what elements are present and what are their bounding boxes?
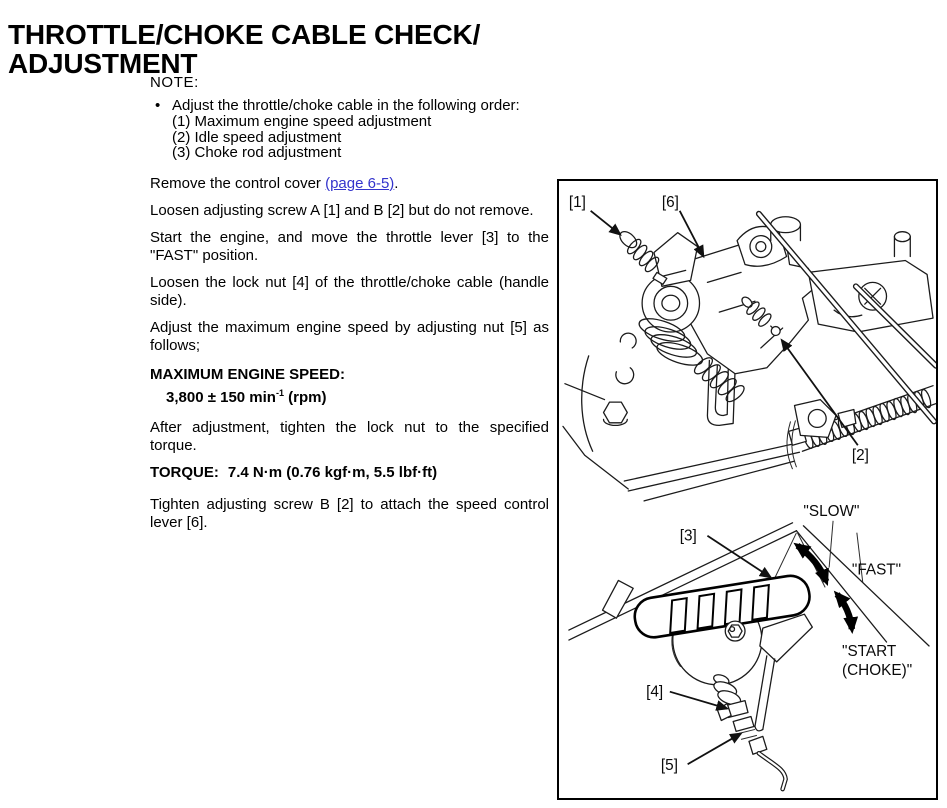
callout-6-arrow bbox=[678, 210, 705, 259]
paragraph-remove-cover: Remove the control cover (page 6-5). bbox=[150, 175, 549, 193]
note-label: NOTE: bbox=[150, 74, 199, 91]
lever-motion-arrow-2 bbox=[833, 590, 859, 635]
paragraph-tighten-screw: Tighten adjusting screw B [2] to attach … bbox=[150, 495, 549, 531]
throttle-lever-grip bbox=[633, 574, 811, 639]
callout-1: [1] bbox=[569, 194, 586, 211]
callout-5: [5] bbox=[661, 757, 678, 774]
note-step-1: (1) Maximum engine speed adjustment bbox=[172, 113, 432, 130]
torque-value: 7.4 N·m (0.76 kgf·m, 5.5 lbf·ft) bbox=[227, 463, 438, 481]
paragraph-loosen-lock-nut: Loosen the lock nut [4] of the throttle/… bbox=[150, 273, 549, 309]
lever-fin bbox=[759, 613, 813, 663]
note-steps: (1) Maximum engine speed adjustment (2) … bbox=[150, 114, 549, 161]
callout-2-arrow bbox=[780, 338, 859, 446]
note-step-3: (3) Choke rod adjustment bbox=[172, 144, 342, 161]
page-title-line2: ADJUSTMENT bbox=[8, 47, 198, 79]
callout-5-arrow bbox=[687, 732, 743, 765]
lever-tab bbox=[601, 579, 634, 619]
procedure-text: NOTE: • Adjust the throttle/choke cable … bbox=[150, 74, 549, 532]
page-title: THROTTLE/CHOKE CABLE CHECK/ ADJUSTMENT bbox=[8, 20, 480, 78]
note-item: • Adjust the throttle/choke cable in the… bbox=[150, 97, 549, 114]
spec-label: MAXIMUM ENGINE SPEED: bbox=[150, 365, 346, 383]
note-step-2: (2) Idle speed adjustment bbox=[172, 128, 342, 146]
callout-3-arrow bbox=[706, 534, 773, 579]
remove-cover-post: . bbox=[394, 174, 399, 192]
callout-6: [6] bbox=[662, 194, 679, 211]
figure-throttle-diagrams: [1] [6] [2] bbox=[557, 179, 938, 800]
control-assembly-diagram: [1] [6] [2] bbox=[562, 194, 936, 502]
paragraph-after-adjustment: After adjustment, tighten the lock nut t… bbox=[150, 418, 549, 454]
paragraph-adjust-speed: Adjust the maximum engine speed by adjus… bbox=[150, 318, 549, 354]
page-title-line1: THROTTLE/CHOKE CABLE CHECK/ bbox=[8, 18, 481, 50]
position-label-fast: "FAST" bbox=[852, 561, 901, 578]
lever-motion-arrow-1 bbox=[793, 542, 830, 587]
callout-4: [4] bbox=[646, 684, 663, 701]
spec-block: MAXIMUM ENGINE SPEED: 3,800 ± 150 min-1 … bbox=[150, 366, 549, 407]
torque-spec: TORQUE: 7.4 N·m (0.76 kgf·m, 5.5 lbf·ft) bbox=[150, 464, 549, 482]
torque-label: TORQUE: bbox=[150, 463, 219, 481]
paragraph-start-engine: Start the engine, and move the throttle … bbox=[150, 228, 549, 264]
callout-2: [2] bbox=[852, 447, 869, 464]
fast-leader-line bbox=[856, 532, 864, 583]
slow-leader-line bbox=[828, 520, 834, 568]
throttle-lever-diagram: [3] [4] [5] "SLOW" "FAST" "START (CHOKE)… bbox=[568, 503, 930, 792]
adjusting-nut bbox=[732, 715, 755, 733]
paragraph-loosen-screws: Loosen adjusting screw A [1] and B [2] b… bbox=[150, 201, 534, 219]
spec-value-superscript: -1 bbox=[275, 387, 284, 398]
position-label-slow: "SLOW" bbox=[803, 503, 859, 520]
remove-cover-pre: Remove the control cover bbox=[150, 174, 326, 192]
spec-value-main: 3,800 ± 150 min bbox=[166, 388, 276, 406]
page-6-5-link[interactable]: (page 6-5) bbox=[325, 174, 395, 192]
note-intro: Adjust the throttle/choke cable in the f… bbox=[172, 97, 520, 114]
spec-value: 3,800 ± 150 min-1 (rpm) bbox=[166, 384, 549, 407]
position-label-start-line2: (CHOKE)" bbox=[842, 662, 912, 679]
callout-4-arrow bbox=[669, 690, 730, 711]
callout-1-arrow bbox=[590, 210, 622, 236]
callout-3: [3] bbox=[680, 528, 697, 545]
figure-svg: [1] [6] [2] bbox=[562, 194, 936, 792]
position-label-start-line1: "START bbox=[842, 643, 897, 660]
spec-value-unit: (rpm) bbox=[283, 388, 327, 406]
bullet-glyph: • bbox=[155, 97, 161, 114]
